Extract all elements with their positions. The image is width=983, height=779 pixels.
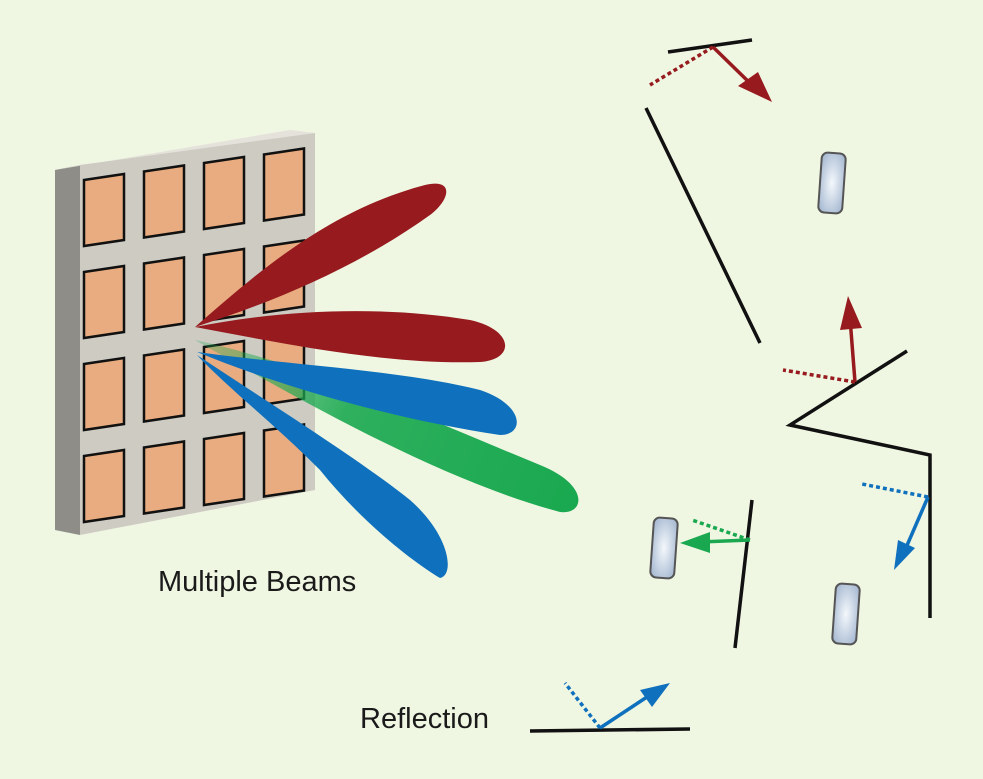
antenna-patch xyxy=(202,431,246,507)
antenna-patch xyxy=(262,147,306,222)
antenna-patch xyxy=(142,164,186,239)
antenna-patch xyxy=(142,348,186,423)
walls xyxy=(529,38,932,733)
beam-red-upper xyxy=(195,183,447,327)
beam-red-lower xyxy=(195,311,506,363)
beam-blue-upper xyxy=(197,352,517,435)
antenna-patch xyxy=(82,448,126,524)
phone-icon xyxy=(649,516,679,580)
phone-icon xyxy=(831,582,861,646)
multiple-beams-label: Multiple Beams xyxy=(158,566,357,598)
antenna-patch xyxy=(82,356,126,432)
antenna-patch xyxy=(142,440,186,515)
reflection-label: Reflection xyxy=(360,703,489,735)
antenna-patch xyxy=(82,172,126,248)
antenna-patch xyxy=(142,256,186,331)
phone-icon xyxy=(817,151,847,215)
antenna-patch xyxy=(202,155,246,231)
beam-blue-lower xyxy=(197,355,448,578)
antenna-patch xyxy=(82,264,126,340)
